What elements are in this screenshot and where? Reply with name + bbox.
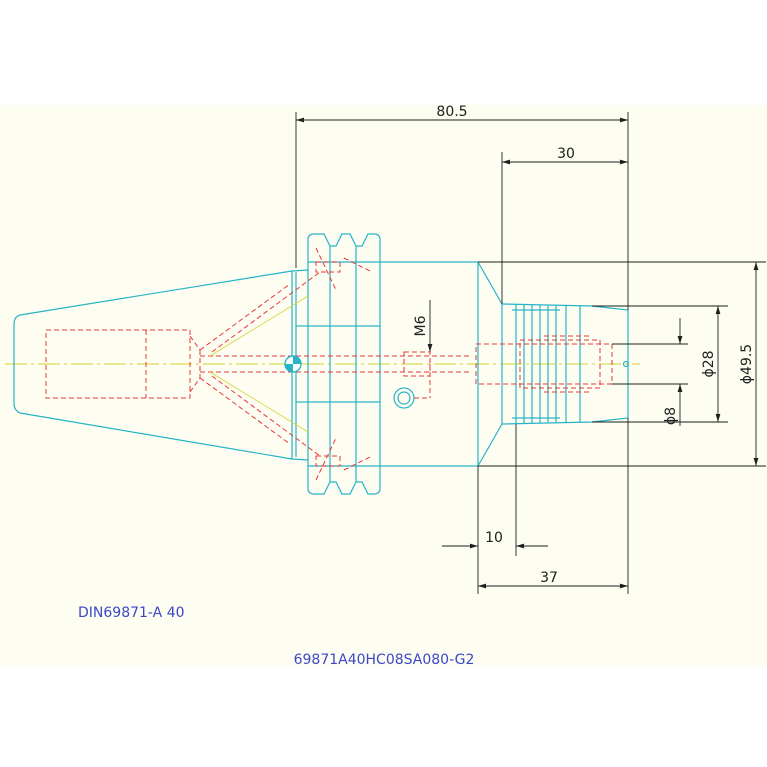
dim-thread: M6	[413, 315, 429, 336]
standard-label: DIN69871-A 40	[78, 605, 185, 621]
part-number-label: 69871A40HC08SA080-G2	[294, 652, 475, 668]
dim-depth: 37	[540, 570, 558, 586]
dim-outer-dia: ϕ49.5	[739, 344, 755, 384]
dim-overall-length: 80.5	[436, 104, 467, 120]
datum-mark	[284, 355, 302, 373]
taper-shank	[13, 269, 309, 461]
dim-recess: 10	[485, 530, 503, 546]
dim-front-length: 30	[557, 146, 575, 162]
dim-bore-dia: ϕ28	[701, 350, 717, 377]
cone-guides	[209, 295, 309, 433]
sheet-background	[0, 105, 767, 667]
holder-body	[380, 261, 630, 467]
dimension-lines	[295, 112, 766, 594]
dim-clamp-dia: ϕ8	[663, 407, 679, 425]
dimension-text: 80.5 30 M6 ϕ28 ϕ49.5 ϕ8 10 37	[413, 104, 755, 586]
